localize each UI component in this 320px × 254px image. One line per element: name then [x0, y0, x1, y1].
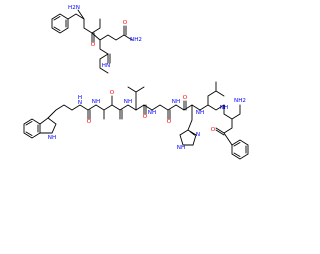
his-carbonyl-o-label: O [183, 95, 188, 101]
amine-label: H2N [68, 5, 80, 11]
val-backbone [119, 104, 145, 111]
trp-amide-h-label: H [78, 95, 82, 101]
gln-side-carbonyl [123, 25, 127, 36]
trp-side-chain [47, 104, 73, 119]
leu-nh-label: NH [196, 110, 204, 116]
atom-labels: H2N O NH2 O HN NH H N O O NH NH O NH O N… [48, 5, 246, 151]
gln-to-trp [99, 53, 109, 74]
gly-nh-label: NH [148, 110, 156, 116]
bonds [23, 9, 249, 160]
his-ring-n-label: N [196, 132, 200, 138]
leu-backbone [199, 104, 225, 111]
peptide-structure-diagram: H2N O NH2 O HN NH H N O O NH NH O NH O N… [23, 5, 249, 160]
trp-backbone [71, 104, 97, 111]
phe-nh-label: NH [220, 105, 228, 111]
trp-benzene-double-bonds [25, 121, 39, 136]
trp-pyrrole-ring [39, 117, 57, 134]
phe2-ring-link [223, 132, 233, 146]
leu-side-chain [207, 81, 225, 106]
phe1-ring-double-bonds [53, 16, 67, 31]
gln-nh-label: HN [102, 63, 110, 69]
trp-carbonyl-o-label: O [87, 119, 92, 125]
val-side-chain [127, 86, 145, 111]
c-term-nh2-label: NH2 [234, 98, 246, 104]
his-nh-label: NH [172, 99, 180, 105]
phe1-side-chain [67, 13, 85, 20]
c-term-o-label: O [211, 127, 216, 133]
ala-carbonyl-o-label: O [110, 90, 115, 96]
ala-backbone [95, 95, 113, 111]
his-side-chain [187, 104, 193, 131]
his-imidazole-double [189, 131, 195, 136]
trp-indole-nh-label: NH [48, 135, 56, 141]
gly-carbonyl [167, 109, 171, 120]
phe1-benzene-ring [51, 13, 69, 34]
gln-carbonyl-o-label: O [91, 42, 96, 48]
gln-backbone [91, 32, 109, 55]
gln-side-chain [99, 34, 133, 41]
val-nh-label: NH [124, 99, 132, 105]
trp-amide-n-label: N [78, 100, 82, 106]
gln-carbonyl [107, 53, 111, 64]
phe2-ring-double-bonds [233, 142, 247, 157]
ala-carbonyl [111, 104, 123, 120]
phe2-benzene-ring [231, 139, 249, 160]
gly-carbonyl-o-label: O [167, 119, 172, 125]
chemical-structure-canvas: H2N O NH2 O HN NH H N O O NH NH O NH O N… [23, 5, 249, 160]
his-ring-nh-label: NH [177, 145, 185, 151]
val-carbonyl-o-label: O [143, 114, 148, 120]
gln-side-nh2-label: NH2 [130, 37, 142, 43]
phe2-side-chain [231, 104, 241, 120]
phe1-backbone [83, 18, 101, 34]
his-imidazole [179, 129, 197, 146]
phe2-carbonyl [215, 127, 225, 136]
gln-side-o-label: O [123, 20, 128, 26]
his-carbonyl [183, 100, 187, 111]
phe1-to-amine [77, 9, 85, 20]
trp-carbonyl [87, 109, 91, 120]
gly-backbone [143, 104, 177, 111]
ala-nh-label: NH [92, 99, 100, 105]
his-backbone [175, 104, 201, 111]
